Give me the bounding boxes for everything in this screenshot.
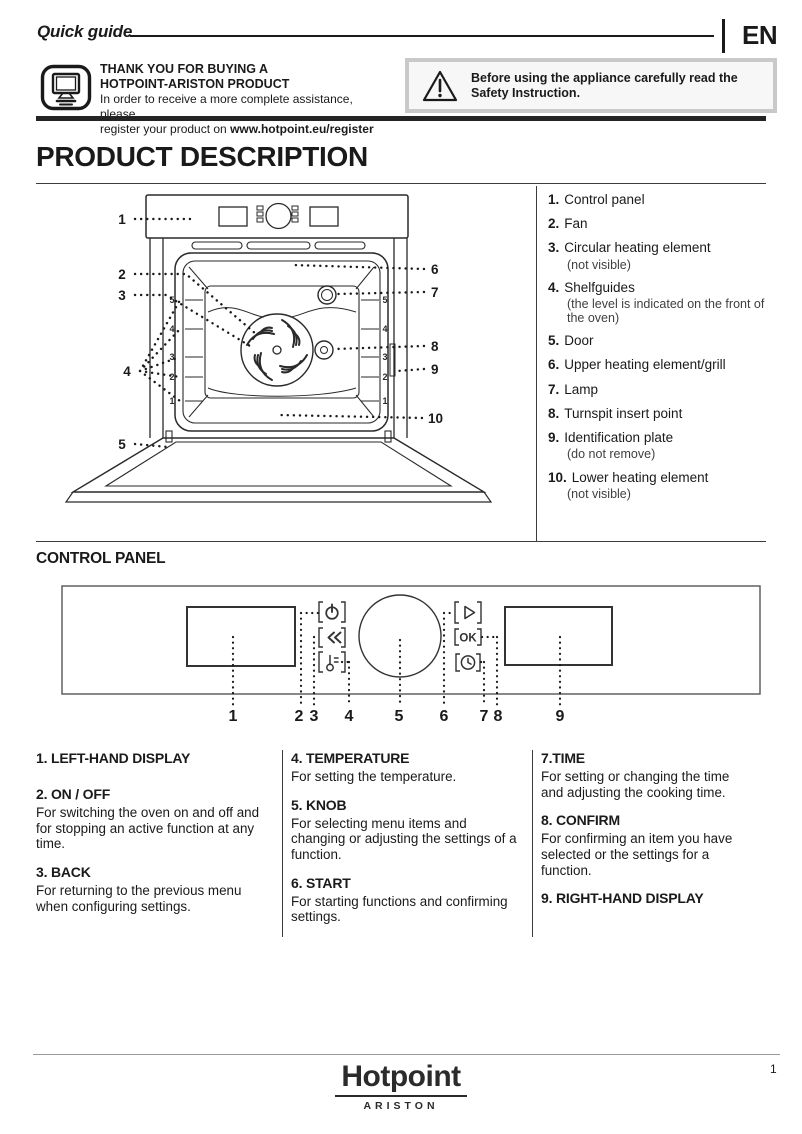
- svg-text:1: 1: [118, 212, 126, 227]
- product-item-3: 3.Circular heating element: [548, 240, 711, 256]
- product-parts-list: 1.Control panel 2.Fan 3.Circular heating…: [548, 192, 772, 509]
- product-item-5: 5.Door: [548, 333, 594, 349]
- product-item-6: 6.Upper heating element/grill: [548, 357, 726, 373]
- back-icon: [327, 631, 342, 644]
- safety-warning-box: Before using the appliance carefully rea…: [405, 58, 777, 113]
- product-item-10: 10.Lower heating element: [548, 469, 709, 485]
- product-item-1: 1.Control panel: [548, 192, 645, 207]
- svg-text:1: 1: [229, 708, 238, 725]
- rule-above-diagram: [36, 183, 766, 184]
- svg-text:2: 2: [169, 372, 174, 382]
- svg-text:4: 4: [345, 708, 354, 725]
- control-item-3: 3. BACK For returning to the previous me…: [36, 864, 242, 914]
- svg-text:3: 3: [169, 352, 174, 362]
- register-body-line2: register your product on www.hotpoint.eu…: [100, 122, 390, 137]
- svg-text:9: 9: [556, 708, 565, 725]
- time-icon: [460, 655, 476, 670]
- svg-text:2: 2: [295, 708, 304, 725]
- rule-above-control-panel: [36, 541, 766, 542]
- panel-leader-lines: [231, 611, 562, 707]
- panel-callout-numbers: 1 2 3 4 5 6 7 8 9: [229, 708, 565, 725]
- svg-text:9: 9: [431, 362, 439, 377]
- warning-text: Before using the appliance carefully rea…: [471, 70, 738, 100]
- control-item-7: 7.TIME For setting or changing the time …: [541, 750, 730, 800]
- start-icon: [464, 605, 476, 620]
- control-column-2: 4. TEMPERATURE For setting the temperatu…: [283, 750, 533, 938]
- svg-text:8: 8: [431, 339, 439, 354]
- svg-text:7: 7: [480, 708, 489, 725]
- control-item-4: 4. TEMPERATURE For setting the temperatu…: [291, 750, 457, 784]
- on-off-icon: [325, 603, 339, 620]
- product-item-9: 9.Identification plate: [548, 430, 674, 445]
- list-divider: [536, 186, 537, 541]
- svg-text:6: 6: [431, 262, 439, 277]
- control-item-9: 9. RIGHT-HAND DISPLAY: [541, 890, 704, 907]
- svg-text:1: 1: [169, 396, 174, 406]
- control-column-1: 1. LEFT-HAND DISPLAY 2. ON / OFF For swi…: [36, 750, 283, 938]
- oven-diagram: 5 4 3 2 1 5 4 3 2 1 1 2 3: [64, 194, 493, 503]
- header-section-divider: [36, 116, 766, 121]
- oven-callout-numbers: 1 2 3 4 5 6 7 8 9 10: [118, 212, 443, 452]
- language-divider: [722, 19, 725, 53]
- brand-subname: ARISTON: [363, 1100, 439, 1112]
- control-item-2: 2. ON / OFF For switching the oven on an…: [36, 786, 260, 852]
- control-item-5: 5. KNOB For selecting menu items and cha…: [291, 796, 517, 863]
- control-column-3: 7.TIME For setting or changing the time …: [533, 750, 766, 937]
- svg-text:5: 5: [395, 708, 404, 725]
- svg-text:5: 5: [118, 437, 126, 452]
- register-text-block: THANK YOU FOR BUYING A HOTPOINT-ARISTON …: [100, 62, 390, 137]
- svg-text:6: 6: [440, 708, 449, 725]
- register-body-line2-prefix: register your product on: [100, 122, 231, 136]
- register-title-line2: HOTPOINT-ARISTON PRODUCT: [100, 77, 290, 91]
- page-title: Quick guide: [37, 22, 133, 41]
- product-item-10-note: (not visible): [567, 486, 631, 501]
- svg-text:3: 3: [118, 288, 126, 303]
- warning-triangle-icon: [422, 70, 458, 101]
- temperature-icon: [326, 654, 339, 672]
- footer-rule: [33, 1054, 780, 1055]
- product-item-9-note: (do not remove): [567, 447, 656, 462]
- header-rule: [130, 35, 714, 37]
- brand-logo: Hotpoint ARISTON: [0, 1060, 802, 1112]
- control-item-6: 6. START For starting functions and conf…: [291, 874, 508, 925]
- register-computer-icon: [40, 64, 92, 111]
- control-descriptions: 1. LEFT-HAND DISPLAY 2. ON / OFF For swi…: [36, 750, 766, 938]
- svg-text:4: 4: [169, 324, 174, 334]
- product-description-title: PRODUCT DESCRIPTION: [36, 141, 368, 172]
- svg-text:8: 8: [494, 708, 503, 725]
- leader-lines: [133, 217, 426, 449]
- svg-text:1: 1: [382, 396, 387, 406]
- knob: [358, 594, 442, 678]
- control-panel-title: CONTROL PANEL: [36, 550, 166, 567]
- product-item-4: 4.Shelfguides: [548, 280, 635, 296]
- svg-text:2: 2: [382, 372, 387, 382]
- register-title-line1: THANK YOU FOR BUYING A: [100, 62, 269, 76]
- svg-text:3: 3: [382, 352, 387, 362]
- svg-text:4: 4: [382, 324, 387, 334]
- confirm-button-label: OK: [459, 633, 477, 645]
- brand-name: Hotpoint: [335, 1060, 467, 1097]
- shelf-level-numbers: 5 4 3 2 1 5 4 3 2 1: [169, 295, 387, 406]
- svg-text:2: 2: [118, 267, 126, 282]
- page-number: 1: [770, 1062, 777, 1076]
- svg-text:5: 5: [382, 295, 387, 305]
- svg-text:10: 10: [428, 411, 443, 426]
- control-item-1: 1. LEFT-HAND DISPLAY: [36, 750, 191, 766]
- control-panel-diagram: OK 1 2 3 4 5 6 7 8 9: [61, 585, 761, 725]
- product-item-4-note: (the level is indicated on the front of …: [567, 297, 765, 325]
- product-item-8: 8.Turnspit insert point: [548, 405, 683, 421]
- svg-text:3: 3: [310, 708, 319, 725]
- register-url-link[interactable]: www.hotpoint.eu/register: [230, 122, 374, 136]
- language-label: EN: [742, 20, 778, 50]
- svg-text:4: 4: [123, 364, 131, 379]
- right-display: [504, 606, 613, 666]
- left-display: [186, 606, 296, 667]
- svg-text:5: 5: [169, 295, 174, 305]
- product-item-3-note: (not visible): [567, 257, 631, 272]
- product-item-2: 2.Fan: [548, 216, 588, 232]
- control-item-8: 8. CONFIRM For confirming an item you ha…: [541, 812, 733, 878]
- svg-text:7: 7: [431, 285, 439, 300]
- product-item-7: 7.Lamp: [548, 381, 599, 397]
